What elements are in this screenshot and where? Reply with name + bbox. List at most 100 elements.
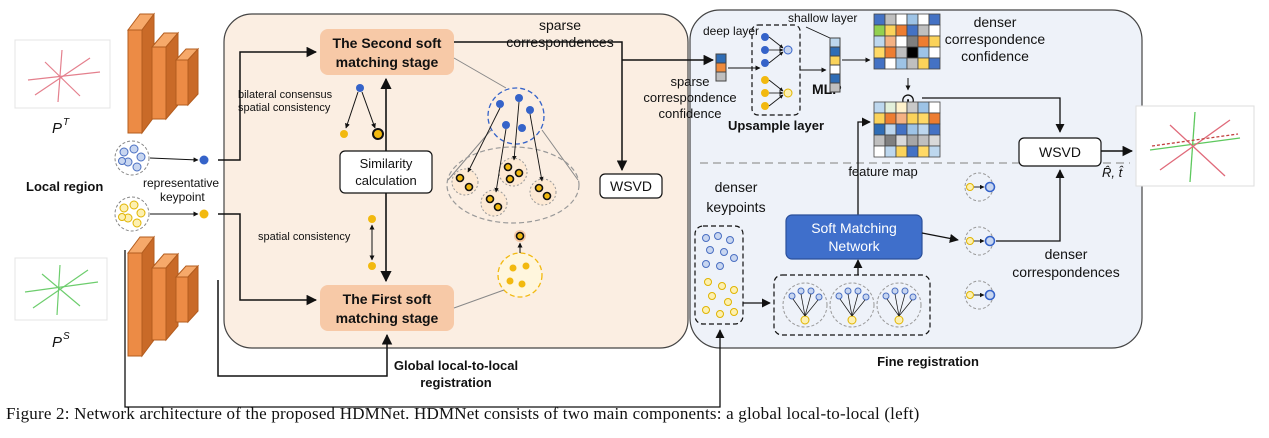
grid-cell <box>895 101 908 114</box>
grid-cell <box>917 24 930 37</box>
spatial-consistency-label: spatial consistency <box>258 231 351 243</box>
grid-cell <box>917 145 930 158</box>
grid-cell <box>884 13 897 26</box>
grid-cell <box>928 112 941 125</box>
neighborhood-groups <box>782 282 922 328</box>
grid-cell <box>906 35 919 48</box>
sparse-confidence-label-1: sparse <box>670 74 709 89</box>
grid-cell <box>895 13 908 26</box>
denser-confidence-label-1: denser <box>974 14 1017 30</box>
encoder-bottom <box>127 235 200 358</box>
ps-label: P <box>52 334 62 351</box>
grid-cell <box>906 24 919 37</box>
grid-cell <box>928 145 941 158</box>
denser-keypoints-box <box>694 225 744 325</box>
grid-cell <box>917 46 930 59</box>
second-matching-stage-box <box>320 29 454 75</box>
grid-cell <box>928 13 941 26</box>
grid-cell <box>895 134 908 147</box>
feature-map-label: feature map <box>848 164 917 179</box>
denser-confidence-label-2: correspondence <box>945 31 1046 47</box>
similarity-label-1: Similarity <box>360 156 413 171</box>
grid-cell <box>884 24 897 37</box>
denser-keypoints-label-1: denser <box>715 179 758 195</box>
denser-correspondences-label-1: denser <box>1045 246 1088 262</box>
shallow-layer-label: shallow layer <box>788 11 857 25</box>
grid-cell <box>917 35 930 48</box>
soft-matching-network-box <box>785 214 923 260</box>
local-region-yellow <box>114 196 150 232</box>
grid-cell <box>884 35 897 48</box>
grid-cell <box>917 13 930 26</box>
grid-cell <box>906 112 919 125</box>
grid-cell <box>884 101 897 114</box>
upsample-layer-label: Upsample layer <box>728 118 824 133</box>
second-stage-label-2: matching stage <box>336 54 439 70</box>
grid-cell <box>895 46 908 59</box>
deep-layer-label: deep layer <box>703 24 759 38</box>
figure-caption: Figure 2: Network architecture of the pr… <box>6 404 920 423</box>
grid-cell <box>906 134 919 147</box>
global-registration-label-1: Global local-to-local <box>394 358 518 373</box>
denser-keypoints-label-2: keypoints <box>706 199 765 215</box>
grid-cell <box>873 57 886 70</box>
local-region-blue <box>114 140 150 176</box>
soft-matching-network-label-2: Network <box>828 238 880 254</box>
rt-label: R̂, t̂ <box>1102 165 1124 180</box>
grid-cell <box>928 57 941 70</box>
grid-cell <box>895 24 908 37</box>
grid-cell <box>884 145 897 158</box>
encoder-top <box>127 12 200 135</box>
denser-confidence-label-3: confidence <box>961 48 1029 64</box>
grid-cell <box>873 35 886 48</box>
first-matching-stage-box <box>320 285 454 331</box>
grid-cell <box>884 57 897 70</box>
grid-cell <box>873 101 886 114</box>
grid-cell <box>895 35 908 48</box>
grid-cell <box>906 145 919 158</box>
grid-cell <box>873 134 886 147</box>
wsvd-right-box <box>1018 137 1102 167</box>
grid-cell <box>928 123 941 136</box>
soft-matching-network-label-1: Soft Matching <box>811 220 897 236</box>
pt-label: P <box>52 120 62 137</box>
grid-cell <box>884 46 897 59</box>
ps-label-sup: S <box>63 331 70 342</box>
sparse-confidence-label-2: correspondence <box>643 90 736 105</box>
grid-cell <box>884 112 897 125</box>
grid-cell <box>906 13 919 26</box>
representative-keypoint-yellow <box>199 209 209 219</box>
registered-point-cloud <box>1135 105 1255 187</box>
representative-keypoint-blue <box>199 155 209 165</box>
grid-cell <box>917 123 930 136</box>
grid-cell <box>906 123 919 136</box>
bilateral-label-1: bilateral consensus <box>238 89 333 101</box>
bilateral-label-2: spatial consistency <box>238 102 331 114</box>
wsvd-left-box <box>599 173 663 199</box>
deep-layer-vector <box>715 53 727 82</box>
point-cloud-pt <box>14 39 111 109</box>
pt-label-sup: T <box>63 117 70 128</box>
fine-registration-label: Fine registration <box>877 354 979 369</box>
grid-cell <box>917 134 930 147</box>
representative-keypoint-label-2: keypoint <box>160 190 205 204</box>
yellow-keypoint-cluster-group <box>446 146 580 224</box>
grid-cell <box>895 123 908 136</box>
grid-cell <box>917 57 930 70</box>
global-registration-label-2: registration <box>420 375 492 390</box>
grid-cell <box>873 123 886 136</box>
grid-cell <box>873 46 886 59</box>
denser-correspondence-confidence-grid <box>873 13 941 70</box>
grid-cell <box>906 101 919 114</box>
local-region-label: Local region <box>26 179 103 194</box>
second-stage-label-1: The Second soft <box>333 35 442 51</box>
grid-cell <box>928 46 941 59</box>
grid-cell <box>917 112 930 125</box>
shallow-layer-vector <box>829 37 841 93</box>
grid-cell <box>906 46 919 59</box>
denser-correspondences-label-2: correspondences <box>1012 264 1119 280</box>
grid-cell <box>873 24 886 37</box>
grid-cell <box>873 112 886 125</box>
grid-cell <box>928 35 941 48</box>
